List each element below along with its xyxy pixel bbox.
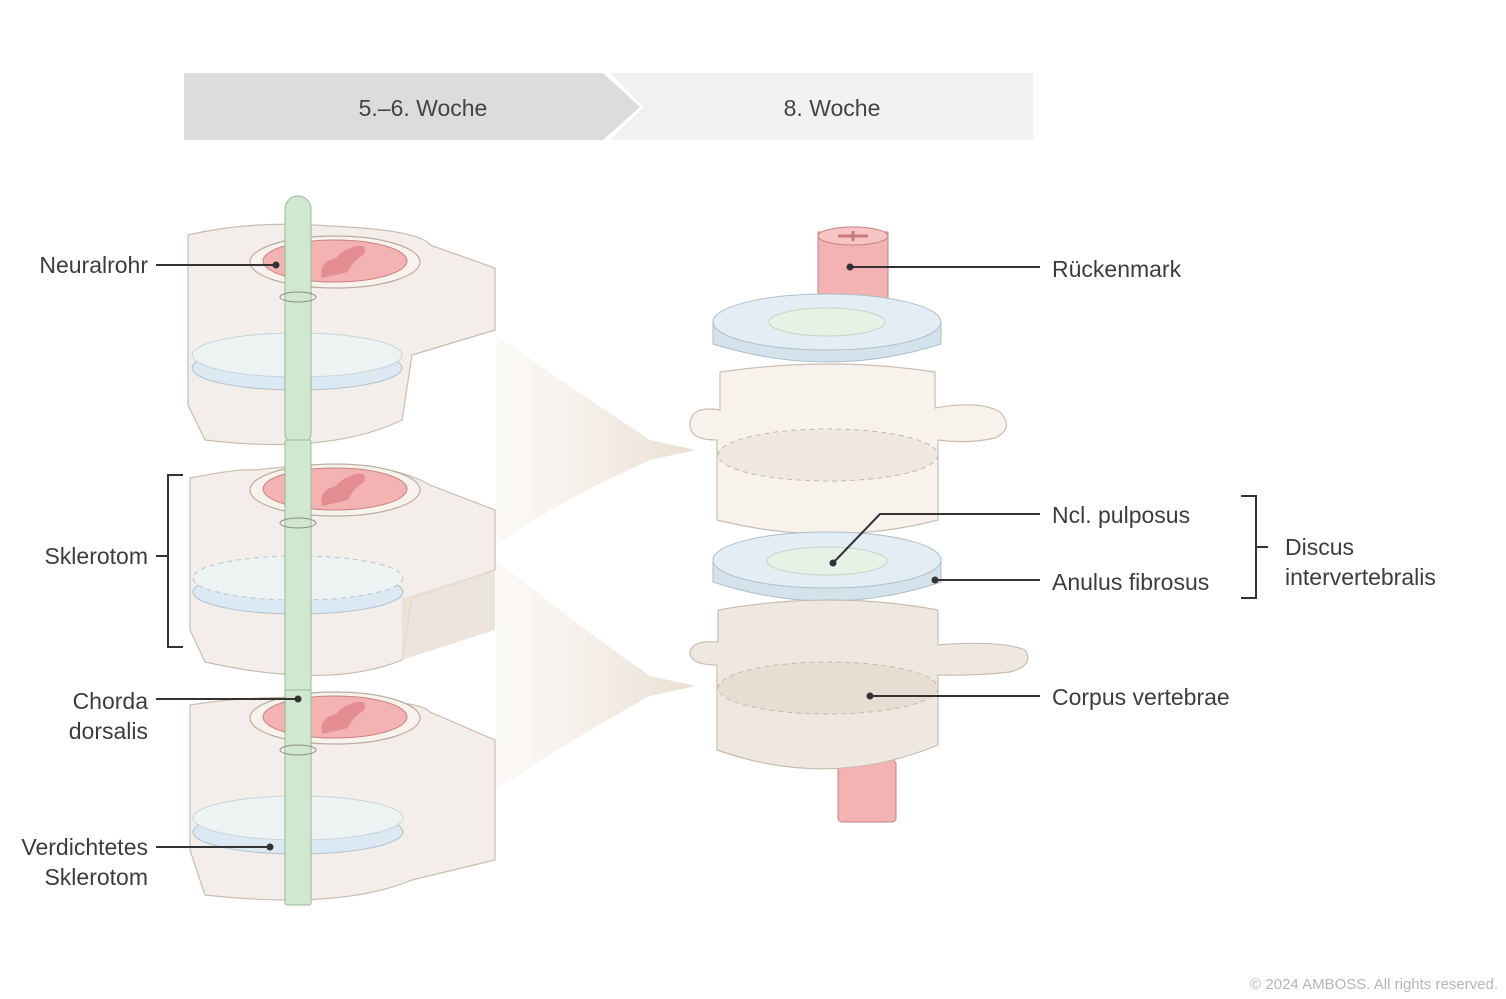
- spinal-cord-grey-matter: [838, 231, 868, 241]
- dot-verdichtetes: [266, 843, 274, 851]
- notochord-ring: [279, 291, 317, 303]
- neural-canal: [321, 245, 365, 278]
- notochord-ring: [279, 517, 317, 529]
- label-anulus-fibrosus: Anulus fibrosus: [1052, 569, 1210, 595]
- dot-neuralrohr: [272, 261, 280, 269]
- dot-rueckenmark: [846, 263, 854, 271]
- leader-lines: [156, 264, 1268, 848]
- copyright-notice: © 2024 AMBOSS. All rights reserved.: [1250, 976, 1498, 993]
- upper-disc-nucleus: [768, 307, 886, 337]
- early-segment-2: [189, 439, 496, 711]
- stage-arrow-early: [184, 73, 640, 140]
- dot-anulus: [931, 576, 939, 584]
- notochord: [284, 689, 312, 906]
- upper-vertebra-section: [717, 428, 939, 482]
- sclerotome-lower: [402, 570, 495, 660]
- leader-ncl-pulposus: [832, 513, 1040, 564]
- lower-vertebra-section: [717, 661, 939, 715]
- dot-chorda: [294, 695, 302, 703]
- label-discus-intervertebralis: Discus intervertebralis: [1285, 532, 1436, 592]
- label-verdichtetes-line2: Sklerotom: [44, 864, 148, 890]
- nucleus-pulposus: [766, 546, 888, 576]
- stage-arrow-late: [610, 73, 1033, 140]
- early-segment-3: [189, 689, 496, 906]
- label-chorda-dorsalis: Chorda dorsalis: [69, 686, 148, 746]
- early-segment-1: [187, 195, 496, 447]
- bracket-sklerotom: [156, 474, 183, 648]
- label-chorda-line1: Chorda: [72, 688, 148, 714]
- neural-canal: [321, 701, 365, 734]
- label-chorda-line2: dorsalis: [68, 718, 148, 744]
- notochord: [284, 195, 312, 447]
- label-verdichtetes-sklerotom: Verdichtetes Sklerotom: [21, 832, 148, 892]
- stage-label-early: 5.–6. Woche: [359, 95, 488, 121]
- label-ncl-pulposus: Ncl. pulposus: [1052, 502, 1191, 528]
- stage-header: 5.–6. Woche 8. Woche: [184, 73, 1033, 140]
- bracket-discus: [1241, 495, 1268, 599]
- neural-canal: [321, 473, 365, 506]
- late-spine: [689, 226, 1029, 823]
- leader-dots: [266, 261, 939, 851]
- label-corpus-vertebrae: Corpus vertebrae: [1052, 684, 1230, 710]
- stage-label-late: 8. Woche: [784, 95, 881, 121]
- label-discus-line2: intervertebralis: [1285, 564, 1436, 590]
- dot-ncl-pulposus: [829, 559, 837, 567]
- label-discus-line1: Discus: [1285, 534, 1355, 560]
- dot-corpus: [866, 692, 874, 700]
- label-neuralrohr: Neuralrohr: [39, 252, 148, 278]
- spinal-cord-lower: [837, 759, 897, 823]
- notochord-ring: [279, 744, 317, 756]
- label-verdichtetes-line1: Verdichtetes: [21, 834, 148, 860]
- transition-arrow-upper: [496, 335, 696, 545]
- transition-arrows: [496, 335, 696, 790]
- label-rueckenmark: Rückenmark: [1052, 256, 1182, 282]
- transition-arrow-lower: [496, 560, 696, 790]
- notochord: [284, 439, 312, 711]
- label-sklerotom: Sklerotom: [44, 543, 148, 569]
